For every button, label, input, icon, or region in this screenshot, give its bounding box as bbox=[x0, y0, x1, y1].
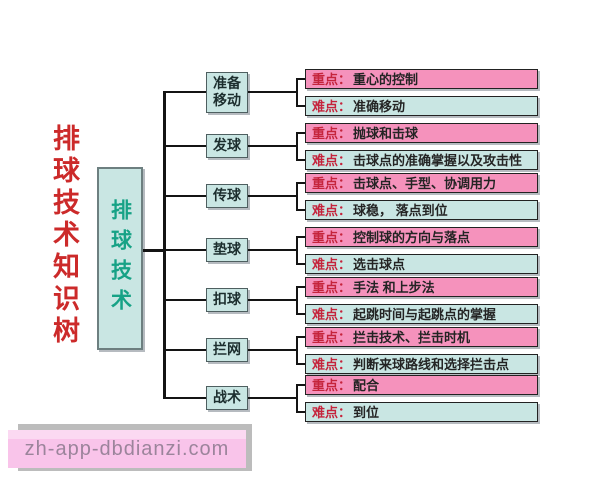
node-dig: 垫球 bbox=[206, 238, 248, 262]
node-spike: 扣球 bbox=[206, 288, 248, 312]
node-preparation-movement: 准备移动 bbox=[206, 71, 248, 113]
node-serve: 发球 bbox=[206, 134, 248, 158]
node-connector-line bbox=[248, 248, 296, 252]
diagram-title: 排球技术知识树 bbox=[49, 124, 79, 348]
bracket-connector bbox=[296, 235, 305, 265]
node-tactics: 战术 bbox=[206, 386, 248, 410]
branch-line bbox=[163, 248, 206, 252]
difficulty-label: 难点： bbox=[312, 405, 352, 420]
key-point-box: 重点：拦击技术、拦击时机 bbox=[305, 326, 538, 347]
branch-row: 战术 重点：配合 难点：到位 bbox=[163, 374, 538, 422]
node-block: 拦网 bbox=[206, 338, 248, 362]
branch-row: 准备移动 重点：重心的控制 难点：准确移动 bbox=[163, 68, 538, 116]
point-pair: 重点：手法 和上步法 难点：起跳时间与起跳点的掌握 bbox=[305, 276, 538, 324]
bracket-connector bbox=[296, 77, 305, 107]
point-pair: 重点：重心的控制 难点：准确移动 bbox=[305, 68, 538, 116]
key-point-box: 重点：配合 bbox=[305, 374, 538, 395]
point-pair: 重点：控制球的方向与落点 难点：选击球点 bbox=[305, 226, 538, 274]
key-text: 手法 和上步法 bbox=[353, 280, 435, 295]
key-label: 重点： bbox=[312, 378, 352, 393]
key-label: 重点： bbox=[312, 230, 352, 245]
key-point-box: 重点：击球点、手型、协调用力 bbox=[305, 172, 538, 193]
node-connector-line bbox=[248, 194, 296, 198]
key-label: 重点： bbox=[312, 176, 352, 191]
key-point-box: 重点：控制球的方向与落点 bbox=[305, 226, 538, 247]
branch-row: 扣球 重点：手法 和上步法 难点：起跳时间与起跳点的掌握 bbox=[163, 276, 538, 324]
difficulty-box: 难点：起跳时间与起跳点的掌握 bbox=[305, 303, 538, 324]
difficulty-box: 难点：判断来球路线和选择拦击点 bbox=[305, 353, 538, 374]
difficulty-box: 难点：到位 bbox=[305, 401, 538, 422]
key-label: 重点： bbox=[312, 280, 352, 295]
bracket-connector bbox=[296, 335, 305, 365]
root-connector-line bbox=[143, 249, 163, 252]
key-label: 重点： bbox=[312, 330, 352, 345]
node-connector-line bbox=[248, 348, 296, 352]
bracket-connector bbox=[296, 181, 305, 211]
branch-row: 发球 重点：抛球和击球 难点：击球点的准确掌握以及攻击性 bbox=[163, 122, 538, 170]
difficulty-box: 难点：球稳， 落点到位 bbox=[305, 199, 538, 220]
difficulty-text: 击球点的准确掌握以及攻击性 bbox=[353, 153, 523, 168]
root-node: 排球技术 bbox=[97, 167, 143, 350]
node-connector-line bbox=[248, 298, 296, 302]
key-text: 控制球的方向与落点 bbox=[353, 230, 471, 245]
key-point-box: 重点：重心的控制 bbox=[305, 68, 538, 89]
watermark: zh-app-dbdianzi.com bbox=[8, 430, 246, 468]
key-text: 拦击技术、拦击时机 bbox=[353, 330, 471, 345]
key-label: 重点： bbox=[312, 126, 352, 141]
branch-line bbox=[163, 194, 206, 198]
difficulty-text: 选击球点 bbox=[353, 257, 406, 272]
bracket-connector bbox=[296, 383, 305, 413]
branch-line bbox=[163, 144, 206, 148]
key-text: 抛球和击球 bbox=[353, 126, 419, 141]
difficulty-label: 难点： bbox=[312, 357, 352, 372]
branch-row: 垫球 重点：控制球的方向与落点 难点：选击球点 bbox=[163, 226, 538, 274]
difficulty-text: 准确移动 bbox=[353, 99, 406, 114]
root-node-label: 排球技术 bbox=[108, 198, 133, 319]
branch-row: 传球 重点：击球点、手型、协调用力 难点：球稳， 落点到位 bbox=[163, 172, 538, 220]
difficulty-label: 难点： bbox=[312, 203, 352, 218]
key-point-box: 重点：抛球和击球 bbox=[305, 122, 538, 143]
difficulty-box: 难点：选击球点 bbox=[305, 253, 538, 274]
point-pair: 重点：击球点、手型、协调用力 难点：球稳， 落点到位 bbox=[305, 172, 538, 220]
node-connector-line bbox=[248, 144, 296, 148]
branch-line bbox=[163, 90, 206, 94]
key-point-box: 重点：手法 和上步法 bbox=[305, 276, 538, 297]
point-pair: 重点：拦击技术、拦击时机 难点：判断来球路线和选择拦击点 bbox=[305, 326, 538, 374]
node-pass: 传球 bbox=[206, 184, 248, 208]
difficulty-text: 球稳， 落点到位 bbox=[353, 203, 448, 218]
key-text: 重心的控制 bbox=[353, 72, 419, 87]
key-label: 重点： bbox=[312, 72, 352, 87]
difficulty-box: 难点：准确移动 bbox=[305, 95, 538, 116]
difficulty-label: 难点： bbox=[312, 153, 352, 168]
point-pair: 重点：抛球和击球 难点：击球点的准确掌握以及攻击性 bbox=[305, 122, 538, 170]
bracket-connector bbox=[296, 285, 305, 315]
difficulty-label: 难点： bbox=[312, 307, 352, 322]
key-text: 配合 bbox=[353, 378, 380, 393]
node-connector-line bbox=[248, 396, 296, 400]
branch-line bbox=[163, 348, 206, 352]
difficulty-label: 难点： bbox=[312, 99, 352, 114]
key-text: 击球点、手型、协调用力 bbox=[353, 176, 497, 191]
difficulty-text: 起跳时间与起跳点的掌握 bbox=[353, 307, 497, 322]
difficulty-box: 难点：击球点的准确掌握以及攻击性 bbox=[305, 149, 538, 170]
node-connector-line bbox=[248, 90, 296, 94]
difficulty-text: 判断来球路线和选择拦击点 bbox=[353, 357, 510, 372]
difficulty-label: 难点： bbox=[312, 257, 352, 272]
branch-line bbox=[163, 396, 206, 400]
bracket-connector bbox=[296, 131, 305, 161]
point-pair: 重点：配合 难点：到位 bbox=[305, 374, 538, 422]
difficulty-text: 到位 bbox=[353, 405, 380, 420]
branch-row: 拦网 重点：拦击技术、拦击时机 难点：判断来球路线和选择拦击点 bbox=[163, 326, 538, 374]
branch-line bbox=[163, 298, 206, 302]
trunk-line bbox=[163, 92, 166, 399]
